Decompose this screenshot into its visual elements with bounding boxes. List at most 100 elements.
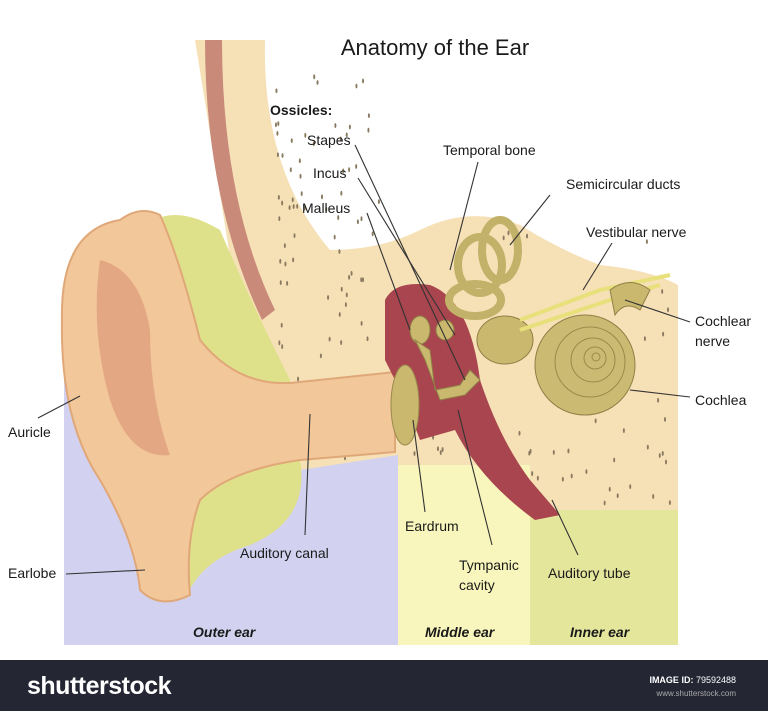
bone-dot xyxy=(348,274,351,280)
bone-dot xyxy=(643,336,646,342)
label-auditory-canal: Auditory canal xyxy=(240,545,329,561)
bone-dot xyxy=(293,233,296,239)
bone-dot xyxy=(355,83,358,89)
footer-bar: shutterstock IMAGE ID: 79592488 www.shut… xyxy=(0,660,768,711)
bone-dot xyxy=(413,451,416,456)
bone-dot xyxy=(594,418,597,424)
bone-dot xyxy=(325,206,328,212)
bone-dot xyxy=(338,249,341,254)
bone-dot xyxy=(362,277,365,283)
label-stapes: Stapes xyxy=(307,132,351,148)
bone-dot xyxy=(304,132,307,138)
bone-dot xyxy=(281,200,284,206)
label-ossicles: Ossicles: xyxy=(270,102,332,118)
bone-dot xyxy=(279,258,282,264)
label-vestibular-nerve: Vestibular nerve xyxy=(586,224,687,240)
bone-dot xyxy=(319,353,322,359)
bone-dot xyxy=(667,307,670,313)
bone-dot xyxy=(518,430,521,436)
bone-dot xyxy=(646,444,649,450)
bone-dot xyxy=(344,302,347,307)
concha xyxy=(96,260,170,456)
bone-dot xyxy=(528,450,531,456)
region-middle-ear: Middle ear xyxy=(425,624,496,640)
bone-dot xyxy=(439,450,442,455)
bone-dot xyxy=(570,473,573,479)
bone-dot xyxy=(340,340,343,345)
bone-dot xyxy=(299,173,302,179)
bone-dot xyxy=(313,74,316,80)
ossicles-shape xyxy=(409,315,481,401)
bone-dot xyxy=(337,215,340,220)
bone-dot xyxy=(668,500,671,506)
bone-dot xyxy=(360,321,363,326)
tympanic-cavity-shape xyxy=(385,284,560,520)
bone-dot xyxy=(662,331,665,337)
bone-dot xyxy=(274,122,277,128)
bone-dot xyxy=(316,80,319,85)
bone-dot xyxy=(292,257,295,263)
bone-dot xyxy=(280,322,283,328)
label-incus: Incus xyxy=(313,165,346,181)
bone-dot xyxy=(608,486,611,492)
bone-dot xyxy=(502,235,505,241)
semicircular-ducts-shape xyxy=(445,216,522,320)
bone-dot xyxy=(622,428,625,433)
bone-dot xyxy=(585,469,588,475)
label-malleus: Malleus xyxy=(302,200,350,216)
bone-dot xyxy=(303,205,306,211)
bone-dot xyxy=(367,113,370,119)
cochlear-nerve-shape xyxy=(609,282,651,317)
bone-dot xyxy=(377,199,380,204)
bone-dot xyxy=(436,446,439,452)
bone-dot xyxy=(552,450,555,455)
label-temporal-bone: Temporal bone xyxy=(443,142,536,158)
bone-dot xyxy=(275,88,278,94)
bone-dot xyxy=(613,457,616,463)
bone-dot xyxy=(348,124,351,130)
bone-dot xyxy=(603,500,606,506)
bone-dot xyxy=(661,451,664,456)
bone-dot xyxy=(277,121,280,127)
bone-dot xyxy=(362,78,365,84)
bone-dot xyxy=(366,336,369,342)
label-auditory-tube: Auditory tube xyxy=(548,565,631,581)
leader-lines xyxy=(37,144,691,575)
bone-dot xyxy=(278,340,281,346)
bone-dot xyxy=(355,164,358,169)
bone-dot xyxy=(279,280,282,286)
bone-dot xyxy=(567,448,570,454)
bone-dot xyxy=(360,216,363,222)
bone-dot xyxy=(645,239,648,245)
bone-dot xyxy=(289,167,292,173)
label-tympanic-cavity: Tympanic cavity xyxy=(459,557,523,593)
label-earlobe: Earlobe xyxy=(8,565,56,581)
bone-dot xyxy=(312,141,315,147)
bone-dot xyxy=(356,219,359,225)
inner-ear-region xyxy=(530,510,678,645)
bone-dot xyxy=(300,191,303,197)
bone-dot xyxy=(297,376,300,382)
bone-dot xyxy=(441,447,444,452)
bone-dot xyxy=(288,205,291,211)
bone-dot xyxy=(339,136,342,142)
diagram-canvas: Anatomy of the Ear Ossicles: Stapes Incu… xyxy=(8,35,755,645)
bone-dot xyxy=(298,158,301,164)
bone-dot xyxy=(286,280,289,286)
image-id: IMAGE ID: 79592488 xyxy=(649,675,736,685)
bone-dot xyxy=(348,167,351,173)
bone-dot xyxy=(292,204,295,209)
bone-dot xyxy=(652,494,655,499)
region-outer-ear: Outer ear xyxy=(193,624,257,640)
bone-dot xyxy=(536,475,539,481)
bone-dot xyxy=(661,289,664,294)
bone-dot xyxy=(284,261,287,267)
bone-dot xyxy=(367,127,370,133)
cochlea-shape xyxy=(534,314,636,416)
site-url: www.shutterstock.com xyxy=(656,689,736,698)
label-cochlear-nerve: Cochlear nerve xyxy=(695,313,755,349)
diagram-title: Anatomy of the Ear xyxy=(341,35,529,60)
bone-dot xyxy=(371,231,374,237)
bone-dot xyxy=(345,292,348,298)
